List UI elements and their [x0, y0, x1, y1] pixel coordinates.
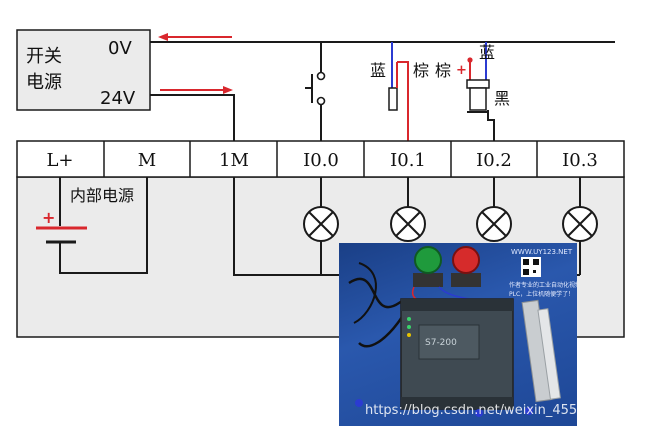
red-arrow-0v-head [158, 33, 168, 41]
internal-supply-return-wire [59, 177, 148, 274]
sensor2-body [469, 87, 487, 111]
cable-loop-a [348, 277, 410, 348]
lamp-i03 [562, 177, 598, 275]
sensor1-brown-label: 棕 [413, 61, 429, 80]
terminal-strip-frame [16, 140, 625, 178]
sensor2-cap-top [466, 79, 490, 89]
terminal-l-plus: L+ [46, 150, 73, 171]
lamp-i01-cross-b [395, 211, 421, 237]
sensor2-black-wire [487, 110, 495, 141]
sensor1-brown-wire [397, 61, 409, 141]
lamp-i02 [476, 177, 512, 242]
hardware-photo-illustration: WWW.UY123.NET 作者专业的工业自动化视频学 PLC，上位机随便学了！… [348, 246, 577, 417]
sensor2-black-label: 黑 [494, 89, 510, 108]
power-supply-box [16, 29, 151, 111]
qr-block-b [533, 259, 539, 265]
red-arrow-24v-head [223, 86, 233, 94]
switch-i00-contact-top [316, 71, 326, 81]
lamp-i00 [303, 177, 339, 275]
terminal-i02: I0.2 [476, 150, 512, 171]
terminal-i03: I0.3 [562, 150, 598, 171]
plc-front-cover [418, 324, 480, 360]
sensor1-body [388, 87, 398, 111]
sensor2-plus-label: + [456, 63, 467, 78]
plc-module-label: S7-200 [425, 338, 457, 348]
qr-block-d [533, 270, 536, 273]
terminal-1m: 1M [219, 150, 249, 171]
sensor2-blue-label: 蓝 [479, 43, 495, 62]
terminal-i00: I0.0 [303, 150, 339, 171]
green-button-base [413, 273, 443, 287]
plus-24v-label: 24V [100, 88, 136, 109]
sensor2-brown-dot [467, 57, 473, 63]
qr-block-c [523, 269, 529, 275]
green-pushbutton-icon [414, 246, 442, 274]
lamp-i03-cross-b [567, 211, 593, 237]
qr-block-a [523, 259, 529, 265]
power-supply-label-line2: 电源 [26, 72, 62, 93]
lamp-i00-cross-b [308, 211, 334, 237]
plus-24v-wire [150, 94, 235, 141]
red-button-base [451, 273, 481, 287]
plc-top-terminals [401, 299, 513, 311]
cable-end-a [355, 399, 363, 407]
cable-loop-b [353, 262, 377, 324]
lamp-i02-cross-b [481, 211, 507, 237]
battery-plus-sign: + [42, 208, 55, 227]
terminal-m: M [138, 150, 156, 171]
terminal-i01: I0.1 [390, 150, 426, 171]
hardware-photo: WWW.UY123.NET 作者专业的工业自动化视频学 PLC，上位机随便学了！… [339, 243, 577, 426]
cable-end-c [525, 407, 533, 415]
plc-led-c [407, 333, 411, 337]
csdn-watermark: https://blog.csdn.net/weixin_45558569 [365, 403, 619, 418]
photo-caption-line2: PLC，上位机随便学了！ [509, 290, 574, 298]
sensor2-brown-label: 棕 [435, 61, 451, 80]
zero-volt-label: 0V [108, 38, 132, 59]
photo-banner-url: WWW.UY123.NET [511, 248, 573, 256]
lamp-i01 [390, 177, 426, 242]
plc-led-a [407, 317, 411, 321]
red-pushbutton-icon [452, 246, 480, 274]
internal-supply-label: 内部电源 [70, 186, 134, 205]
switch-i00-contact-bottom [316, 96, 326, 106]
sensor-bracket-plate [537, 308, 561, 400]
terminal-strip: L+ M 1M I0.0 I0.1 I0.2 I0.3 [16, 140, 625, 178]
plc-led-b [407, 325, 411, 329]
photo-caption-line1: 作者专业的工业自动化视频学 [509, 281, 577, 289]
sensor1-blue-label: 蓝 [370, 61, 386, 80]
cable-end-b [475, 409, 483, 417]
plc-bottom-terminals [401, 397, 513, 409]
power-supply-label-line1: 开关 [26, 46, 62, 67]
